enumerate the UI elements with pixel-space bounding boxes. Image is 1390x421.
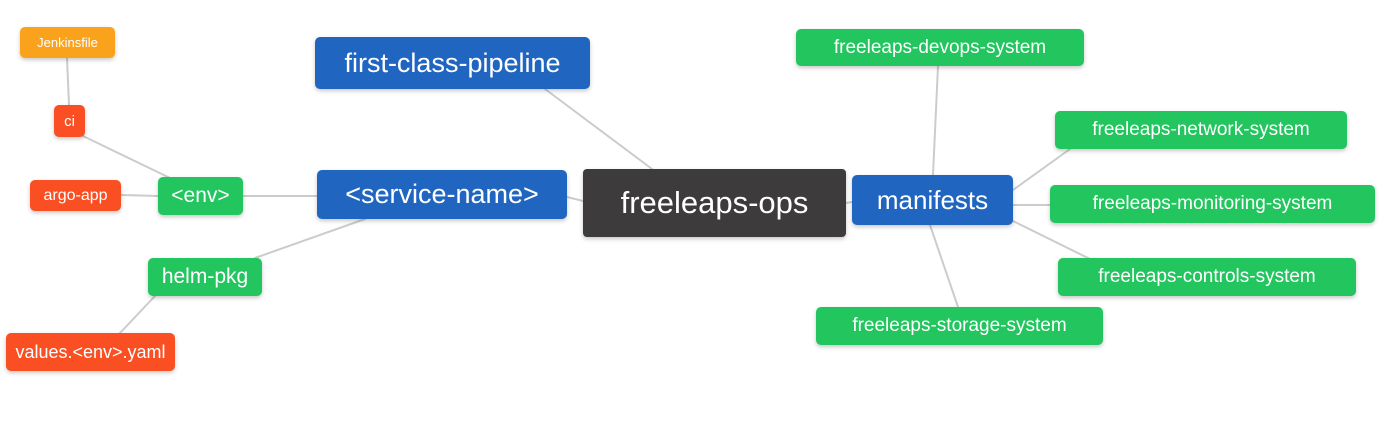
- node-freeleaps-network-system[interactable]: freeleaps-network-system: [1055, 111, 1347, 149]
- edge-ci-env: [82, 135, 171, 179]
- node-freeleaps-monitoring-system[interactable]: freeleaps-monitoring-system: [1050, 185, 1375, 223]
- node-ci[interactable]: ci: [54, 105, 85, 137]
- node-first-class-pipeline[interactable]: first-class-pipeline: [315, 37, 590, 89]
- node-argo-app[interactable]: argo-app: [30, 180, 121, 211]
- edge-manifests-network: [1012, 148, 1071, 191]
- node-jenkinsfile[interactable]: Jenkinsfile: [20, 27, 115, 58]
- node-values-env-yaml[interactable]: values.<env>.yaml: [6, 333, 175, 371]
- node-freeleaps-storage-system[interactable]: freeleaps-storage-system: [816, 307, 1103, 345]
- edge-service-freeleaps-ops: [566, 196, 584, 202]
- node-freeleaps-ops[interactable]: freeleaps-ops: [583, 169, 846, 237]
- edge-manifests-devops: [932, 65, 939, 176]
- node-freeleaps-devops-system[interactable]: freeleaps-devops-system: [796, 29, 1084, 66]
- edge-manifests-storage: [929, 224, 959, 308]
- edge-manifests-controls: [1012, 220, 1091, 260]
- edge-argo-app-env: [120, 194, 159, 197]
- node-service-name[interactable]: <service-name>: [317, 170, 567, 219]
- node-freeleaps-controls-system[interactable]: freeleaps-controls-system: [1058, 258, 1356, 296]
- edge-helm-pkg-service-name: [254, 218, 366, 259]
- node-env[interactable]: <env>: [158, 177, 243, 215]
- edge-fcp-freeleaps-ops: [544, 88, 653, 170]
- edge-jenkinsfile-ci: [66, 57, 70, 106]
- node-helm-pkg[interactable]: helm-pkg: [148, 258, 262, 296]
- edge-values-helm-pkg: [119, 295, 156, 334]
- node-manifests[interactable]: manifests: [852, 175, 1013, 225]
